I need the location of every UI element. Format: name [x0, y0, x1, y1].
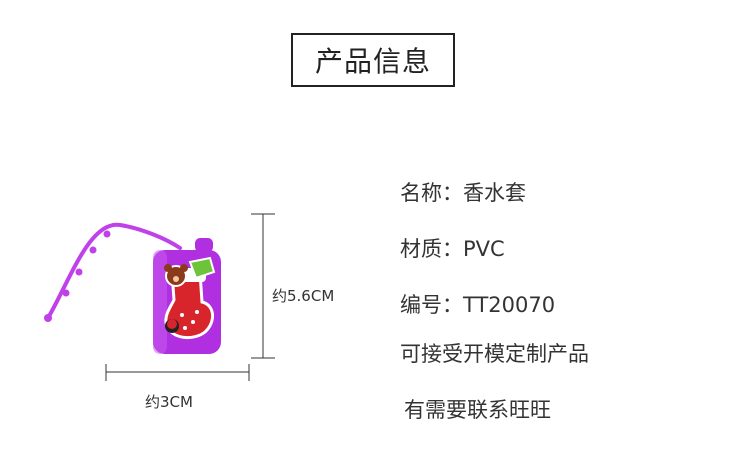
info-name: 名称：香水套 — [400, 181, 526, 205]
strap-loop — [46, 222, 182, 320]
top-tab — [195, 238, 213, 252]
info-custom: 可接受开模定制产品 — [400, 342, 589, 366]
page-title: 产品信息 — [291, 33, 455, 87]
stocking-decoration — [164, 256, 216, 339]
info-code: 编号：TT20070 — [400, 293, 556, 317]
height-label: 约5.6CM — [272, 287, 335, 305]
info-contact: 有需要联系旺旺 — [404, 398, 551, 422]
width-label: 约3CM — [145, 393, 193, 411]
info-material: 材质：PVC — [400, 237, 505, 261]
